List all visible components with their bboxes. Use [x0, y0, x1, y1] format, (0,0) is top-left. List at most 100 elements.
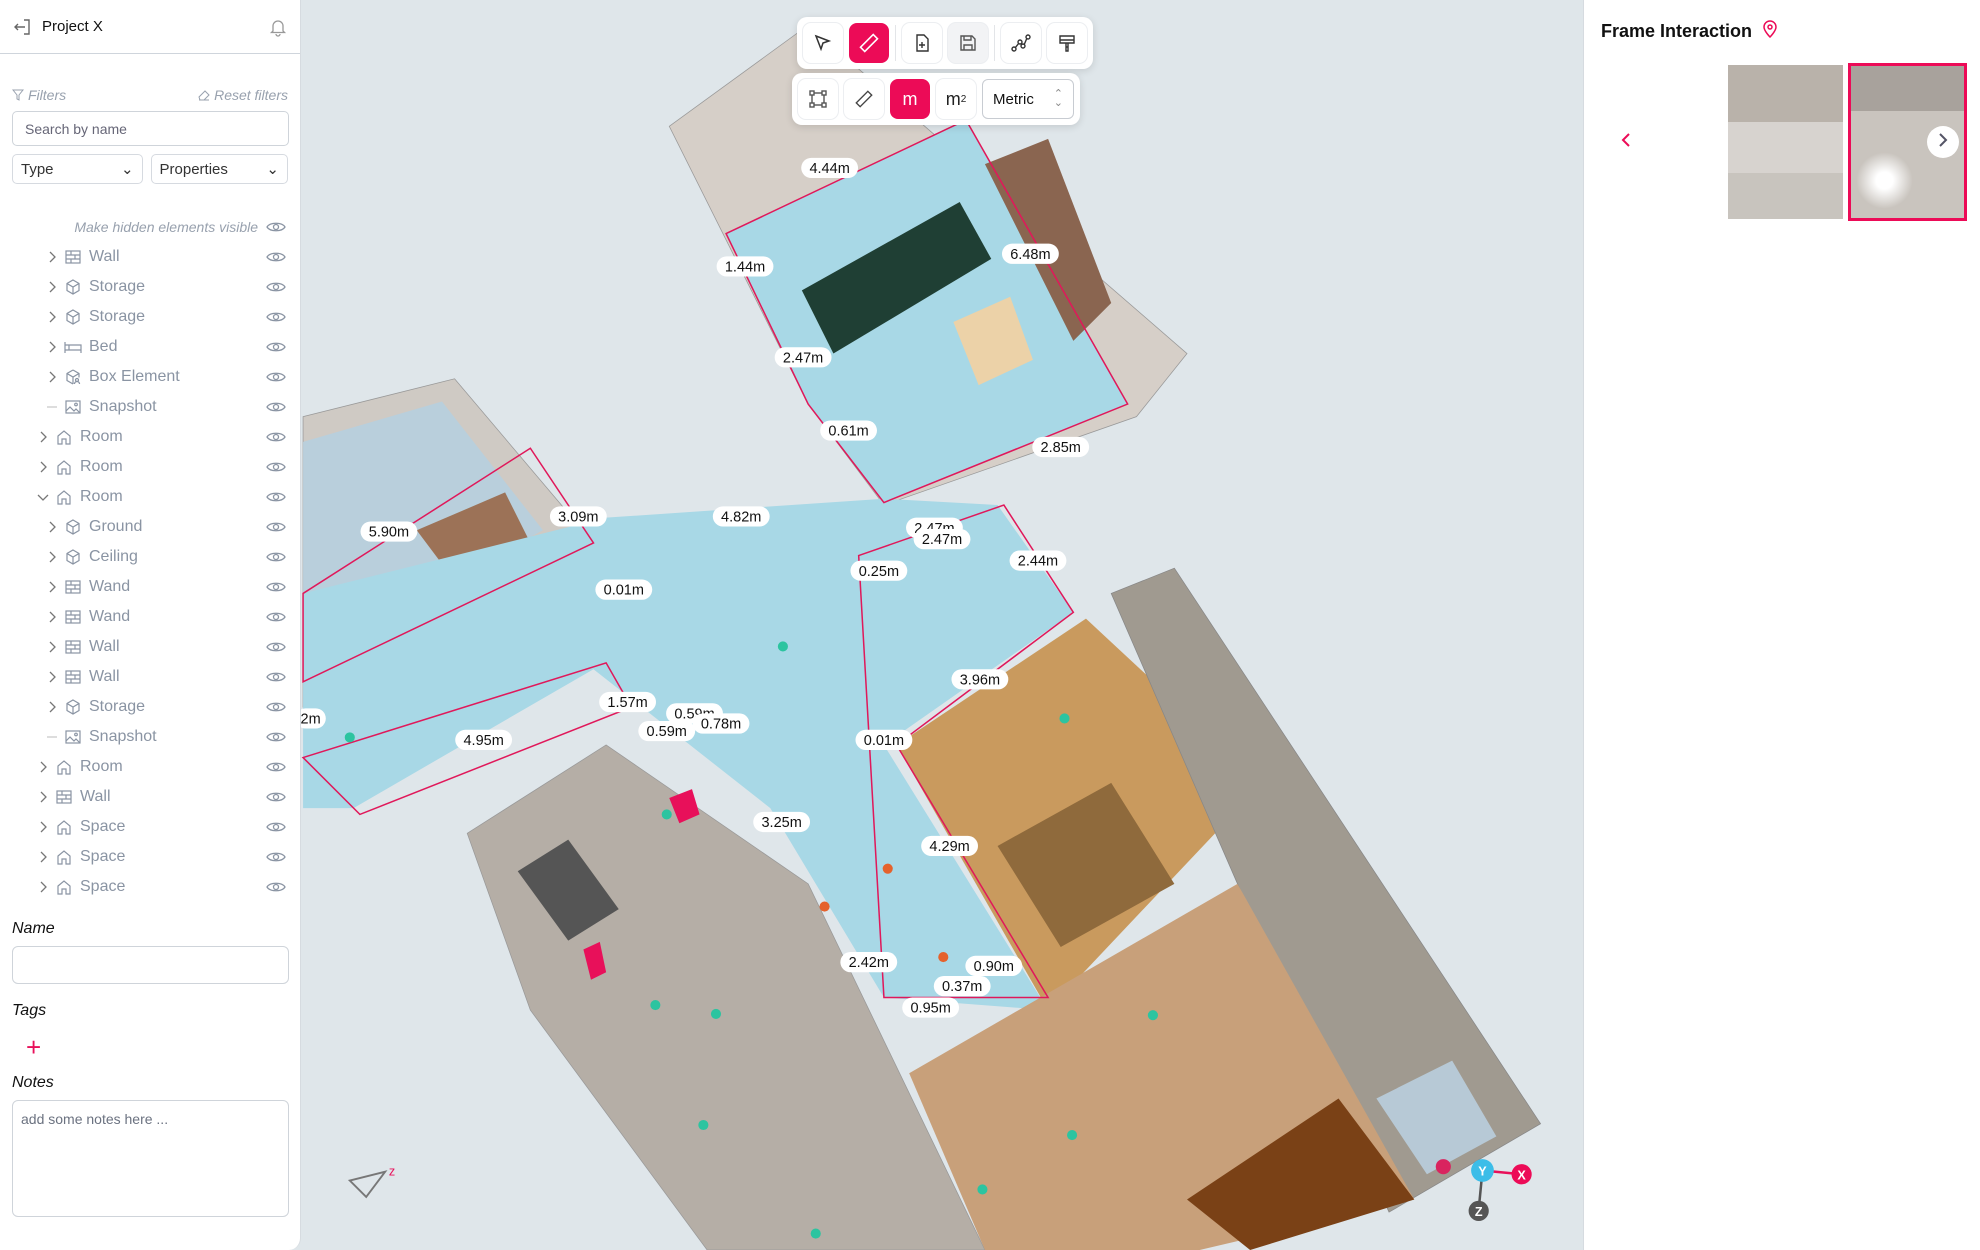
chevron-right-icon[interactable]	[45, 521, 59, 533]
eye-icon[interactable]	[266, 371, 286, 383]
chevron-right-icon[interactable]	[45, 341, 59, 353]
tree-item[interactable]: Room	[0, 452, 300, 482]
eye-icon[interactable]	[266, 521, 286, 533]
eye-icon[interactable]	[266, 791, 286, 803]
tree-item[interactable]: Bed	[0, 332, 300, 362]
tree-item[interactable]: Wall	[0, 662, 300, 692]
tree-item[interactable]: Box Element	[0, 362, 300, 392]
chevron-right-icon[interactable]	[36, 881, 50, 893]
compass-icon[interactable]: z	[347, 1165, 395, 1199]
cursor-icon	[814, 34, 832, 52]
map-pin-icon[interactable]	[1762, 20, 1778, 43]
unit-system-select[interactable]: Metric⌃⌄	[982, 79, 1074, 119]
eye-icon[interactable]	[266, 491, 286, 503]
chevron-right-icon[interactable]	[36, 851, 50, 863]
tree-item[interactable]: Storage	[0, 692, 300, 722]
eye-icon[interactable]	[266, 311, 286, 323]
sidebar: Project X Filters Reset filters Type⌄ Pr…	[0, 0, 301, 1250]
measure-tool-button[interactable]	[849, 23, 889, 63]
notes-textarea[interactable]	[12, 1100, 289, 1217]
eye-icon[interactable]	[266, 431, 286, 443]
tree-item[interactable]: Wall	[0, 782, 300, 812]
add-tag-button[interactable]: +	[26, 1032, 42, 1062]
tree-item[interactable]: Space	[0, 872, 300, 902]
make-hidden-visible-toggle[interactable]: Make hidden elements visible	[0, 219, 300, 235]
tree-item[interactable]: Space	[0, 812, 300, 842]
tree-item[interactable]: Room	[0, 422, 300, 452]
eye-icon[interactable]	[266, 251, 286, 263]
eye-icon[interactable]	[266, 641, 286, 653]
dash-icon[interactable]	[45, 736, 59, 738]
properties-select[interactable]: Properties⌄	[150, 154, 288, 184]
paint-tool-button[interactable]	[1047, 23, 1087, 63]
tree-item[interactable]: Space	[0, 842, 300, 872]
tree-item[interactable]: Storage	[0, 272, 300, 302]
chevron-right-icon[interactable]	[45, 581, 59, 593]
axis-z-label: Z	[1475, 1205, 1483, 1219]
unit-meter-button[interactable]: m	[890, 79, 930, 119]
eye-icon[interactable]	[266, 731, 286, 743]
eye-icon[interactable]	[266, 671, 286, 683]
path-tool-button[interactable]	[1001, 23, 1041, 63]
next-frame-button[interactable]	[1927, 126, 1959, 158]
chevron-right-icon[interactable]	[45, 371, 59, 383]
chevron-right-icon[interactable]	[45, 251, 59, 263]
name-input[interactable]	[12, 946, 289, 984]
chevron-right-icon[interactable]	[45, 281, 59, 293]
exit-icon[interactable]	[12, 17, 32, 37]
chevron-right-icon[interactable]	[45, 611, 59, 623]
eye-icon[interactable]	[266, 611, 286, 623]
chevron-right-icon[interactable]	[45, 641, 59, 653]
eye-icon[interactable]	[266, 281, 286, 293]
reset-filters-button[interactable]: Reset filters	[198, 87, 288, 103]
chevron-right-icon[interactable]	[45, 701, 59, 713]
measurement-label-bg	[599, 691, 657, 713]
chevron-right-icon[interactable]	[45, 551, 59, 563]
chevron-right-icon[interactable]	[45, 671, 59, 683]
save-button[interactable]	[948, 23, 988, 63]
previous-frame-button[interactable]	[1610, 126, 1642, 158]
tree-item[interactable]: Ceiling	[0, 542, 300, 572]
tree-item[interactable]: Storage	[0, 302, 300, 332]
chevron-right-icon[interactable]	[36, 431, 50, 443]
type-select[interactable]: Type⌄	[12, 154, 143, 184]
eye-icon[interactable]	[266, 581, 286, 593]
axis-gizmo[interactable]: Y X Z	[1435, 1159, 1532, 1221]
chevron-right-icon[interactable]	[36, 461, 50, 473]
search-input[interactable]	[12, 111, 289, 146]
chevron-right-icon[interactable]	[36, 761, 50, 773]
eye-icon[interactable]	[266, 821, 286, 833]
measurement-value: 0.01m	[604, 583, 644, 599]
tree-item[interactable]: Snapshot	[0, 722, 300, 752]
eye-icon[interactable]	[266, 461, 286, 473]
eye-icon[interactable]	[266, 881, 286, 893]
tree-item[interactable]: Snapshot	[0, 392, 300, 422]
eye-icon[interactable]	[266, 551, 286, 563]
bounding-box-button[interactable]	[798, 79, 838, 119]
tree-item[interactable]: Wall	[0, 632, 300, 662]
tree-item[interactable]: Wand	[0, 602, 300, 632]
chevron-right-icon[interactable]	[36, 821, 50, 833]
tree-item[interactable]: Wand	[0, 572, 300, 602]
eye-icon[interactable]	[266, 341, 286, 353]
ruler-button[interactable]	[844, 79, 884, 119]
frame-thumbnail[interactable]	[1728, 65, 1843, 219]
eye-icon[interactable]	[266, 851, 286, 863]
tree-item[interactable]: Wall	[0, 242, 300, 272]
chevron-right-icon[interactable]	[45, 311, 59, 323]
dash-icon[interactable]	[45, 406, 59, 408]
select-tool-button[interactable]	[803, 23, 843, 63]
bell-icon[interactable]	[268, 17, 288, 37]
eye-icon[interactable]	[266, 701, 286, 713]
tree-item-label: Wand	[89, 608, 131, 625]
tree-item[interactable]: Ground	[0, 512, 300, 542]
new-file-button[interactable]	[902, 23, 942, 63]
tree-item[interactable]: Room	[0, 752, 300, 782]
tree-item[interactable]: Room	[0, 482, 300, 512]
eye-icon[interactable]	[266, 761, 286, 773]
eye-icon[interactable]	[266, 401, 286, 413]
chevron-right-icon[interactable]	[36, 791, 50, 803]
chevron-down-icon[interactable]	[36, 493, 50, 501]
